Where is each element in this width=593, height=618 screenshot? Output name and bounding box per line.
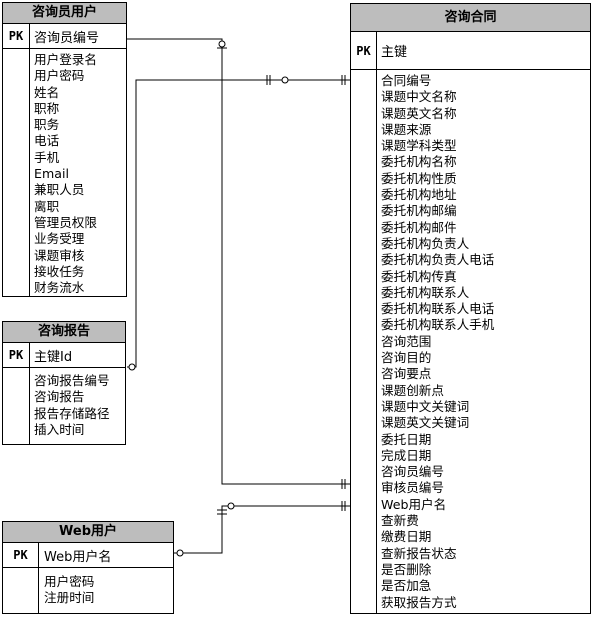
attribute: 获取报告方式 xyxy=(381,594,457,610)
attribute: 姓名 xyxy=(34,84,60,100)
attribute: 咨询报告 xyxy=(34,389,85,405)
primary-key-row: PK 主键Id xyxy=(3,343,125,368)
attribute: 咨询报告编号 xyxy=(34,373,110,388)
entity-consultant-user[interactable]: 咨询员用户 PK 咨询员编号 用户登录名 用户密码 姓名 职称 职务 电话 手机… xyxy=(2,2,127,297)
attribute: 委托机构联系人 xyxy=(381,284,470,300)
attribute: 接收任务 xyxy=(34,263,85,279)
gutter-column xyxy=(351,70,377,613)
attribute: 电话 xyxy=(34,133,60,149)
attribute: 手机 xyxy=(34,149,60,165)
attribute-list: 咨询报告编号 咨询报告 报告存储路径 插入时间 xyxy=(34,373,110,438)
attribute: 咨询目的 xyxy=(381,350,432,366)
attribute: 管理员权限 xyxy=(34,214,97,230)
attribute: 职务 xyxy=(34,117,60,133)
relation-report-contract xyxy=(127,75,350,371)
attribute: 缴费日期 xyxy=(381,529,432,545)
attribute: 是否删除 xyxy=(381,561,432,577)
attribute: 委托机构邮编 xyxy=(381,203,457,219)
attribute: 委托机构负责人电话 xyxy=(381,252,495,268)
attribute: 离职 xyxy=(34,198,60,214)
pk-label: PK xyxy=(3,343,30,367)
attribute: 课题审核 xyxy=(34,247,85,263)
attribute: Email xyxy=(34,166,69,182)
gutter-column xyxy=(3,49,30,296)
attribute: 是否加急 xyxy=(381,578,432,594)
entity-title: 咨询合同 xyxy=(351,4,590,32)
attribute: 职称 xyxy=(34,100,60,116)
attribute: 插入时间 xyxy=(34,421,85,437)
primary-key-row: PK 主键 xyxy=(351,32,590,70)
attribute: 委托日期 xyxy=(381,431,432,447)
attribute: 课题英文名称 xyxy=(381,105,457,121)
attribute: 课题学科类型 xyxy=(381,138,457,154)
attribute: 委托机构邮件 xyxy=(381,219,457,235)
pk-field: Web用户名 xyxy=(44,549,112,565)
primary-key-row: PK Web用户名 xyxy=(3,543,173,568)
pk-label: PK xyxy=(351,32,377,69)
attribute-section: 咨询报告编号 咨询报告 报告存储路径 插入时间 xyxy=(3,368,125,444)
attribute: 课题中文名称 xyxy=(381,89,457,105)
attribute: Web用户名 xyxy=(381,496,447,512)
gutter-column xyxy=(3,368,30,444)
entity-consultation-report[interactable]: 咨询报告 PK 主键Id 咨询报告编号 咨询报告 报告存储路径 插入时间 xyxy=(2,321,126,445)
attribute: 用户密码 xyxy=(34,68,85,84)
attribute: 完成日期 xyxy=(381,447,432,463)
attribute: 审核员编号 xyxy=(381,480,444,496)
attribute-section: 用户登录名 用户密码 姓名 职称 职务 电话 手机 Email 兼职人员 离职 … xyxy=(3,49,126,296)
attribute: 业务受理 xyxy=(34,231,85,247)
pk-field: 咨询员编号 xyxy=(34,30,100,46)
attribute-section: 用户密码 注册时间 xyxy=(3,568,173,613)
attribute: 用户密码 xyxy=(44,574,95,589)
attribute-list: 合同编号 课题中文名称 课题英文名称 课题来源 课题学科类型 委托机构名称 委托… xyxy=(381,73,494,611)
pk-field: 主键Id xyxy=(34,349,73,365)
attribute: 咨询要点 xyxy=(381,366,432,382)
entity-consultation-contract[interactable]: 咨询合同 PK 主键 合同编号 课题中文名称 课题英文名称 课题来源 课题学科类… xyxy=(350,3,591,614)
attribute: 委托机构名称 xyxy=(381,154,457,170)
attribute: 委托机构性质 xyxy=(381,170,457,186)
attribute: 注册时间 xyxy=(44,590,95,606)
attribute: 查新费 xyxy=(381,513,419,529)
pk-label: PK xyxy=(3,24,30,48)
entity-web-user[interactable]: Web用户 PK Web用户名 用户密码 注册时间 xyxy=(2,521,174,614)
attribute: 课题来源 xyxy=(381,121,432,137)
attribute: 合同编号 xyxy=(381,73,432,88)
attribute: 兼职人员 xyxy=(34,182,85,198)
attribute: 用户登录名 xyxy=(34,52,97,67)
primary-key-row: PK 咨询员编号 xyxy=(3,24,126,49)
entity-title: 咨询员用户 xyxy=(3,3,126,24)
attribute: 委托机构传真 xyxy=(381,268,457,284)
attribute: 课题中文关键词 xyxy=(381,398,470,414)
attribute: 委托机构联系人电话 xyxy=(381,301,495,317)
attribute-list: 用户密码 注册时间 xyxy=(44,574,94,607)
attribute-list: 用户登录名 用户密码 姓名 职称 职务 电话 手机 Email 兼职人员 离职 … xyxy=(34,52,97,296)
entity-title: Web用户 xyxy=(3,522,173,543)
attribute: 报告存储路径 xyxy=(34,405,110,421)
attribute: 咨询员编号 xyxy=(381,464,444,480)
attribute: 查新报告状态 xyxy=(381,545,457,561)
attribute: 财务流水 xyxy=(34,280,85,296)
attribute: 委托机构负责人 xyxy=(381,235,470,251)
gutter-column xyxy=(3,568,39,613)
attribute-section: 合同编号 课题中文名称 课题英文名称 课题来源 课题学科类型 委托机构名称 委托… xyxy=(351,70,590,613)
pk-field: 主键 xyxy=(381,45,408,60)
attribute: 委托机构联系人手机 xyxy=(381,317,495,333)
attribute: 课题创新点 xyxy=(381,382,444,398)
relation-webuser-contract xyxy=(174,501,350,557)
entity-title: 咨询报告 xyxy=(3,322,125,343)
pk-label: PK xyxy=(3,543,39,567)
attribute: 课题英文关键词 xyxy=(381,415,470,431)
relation-consultant-contract xyxy=(127,38,350,489)
attribute: 委托机构地址 xyxy=(381,187,457,203)
attribute: 咨询范围 xyxy=(381,333,432,349)
